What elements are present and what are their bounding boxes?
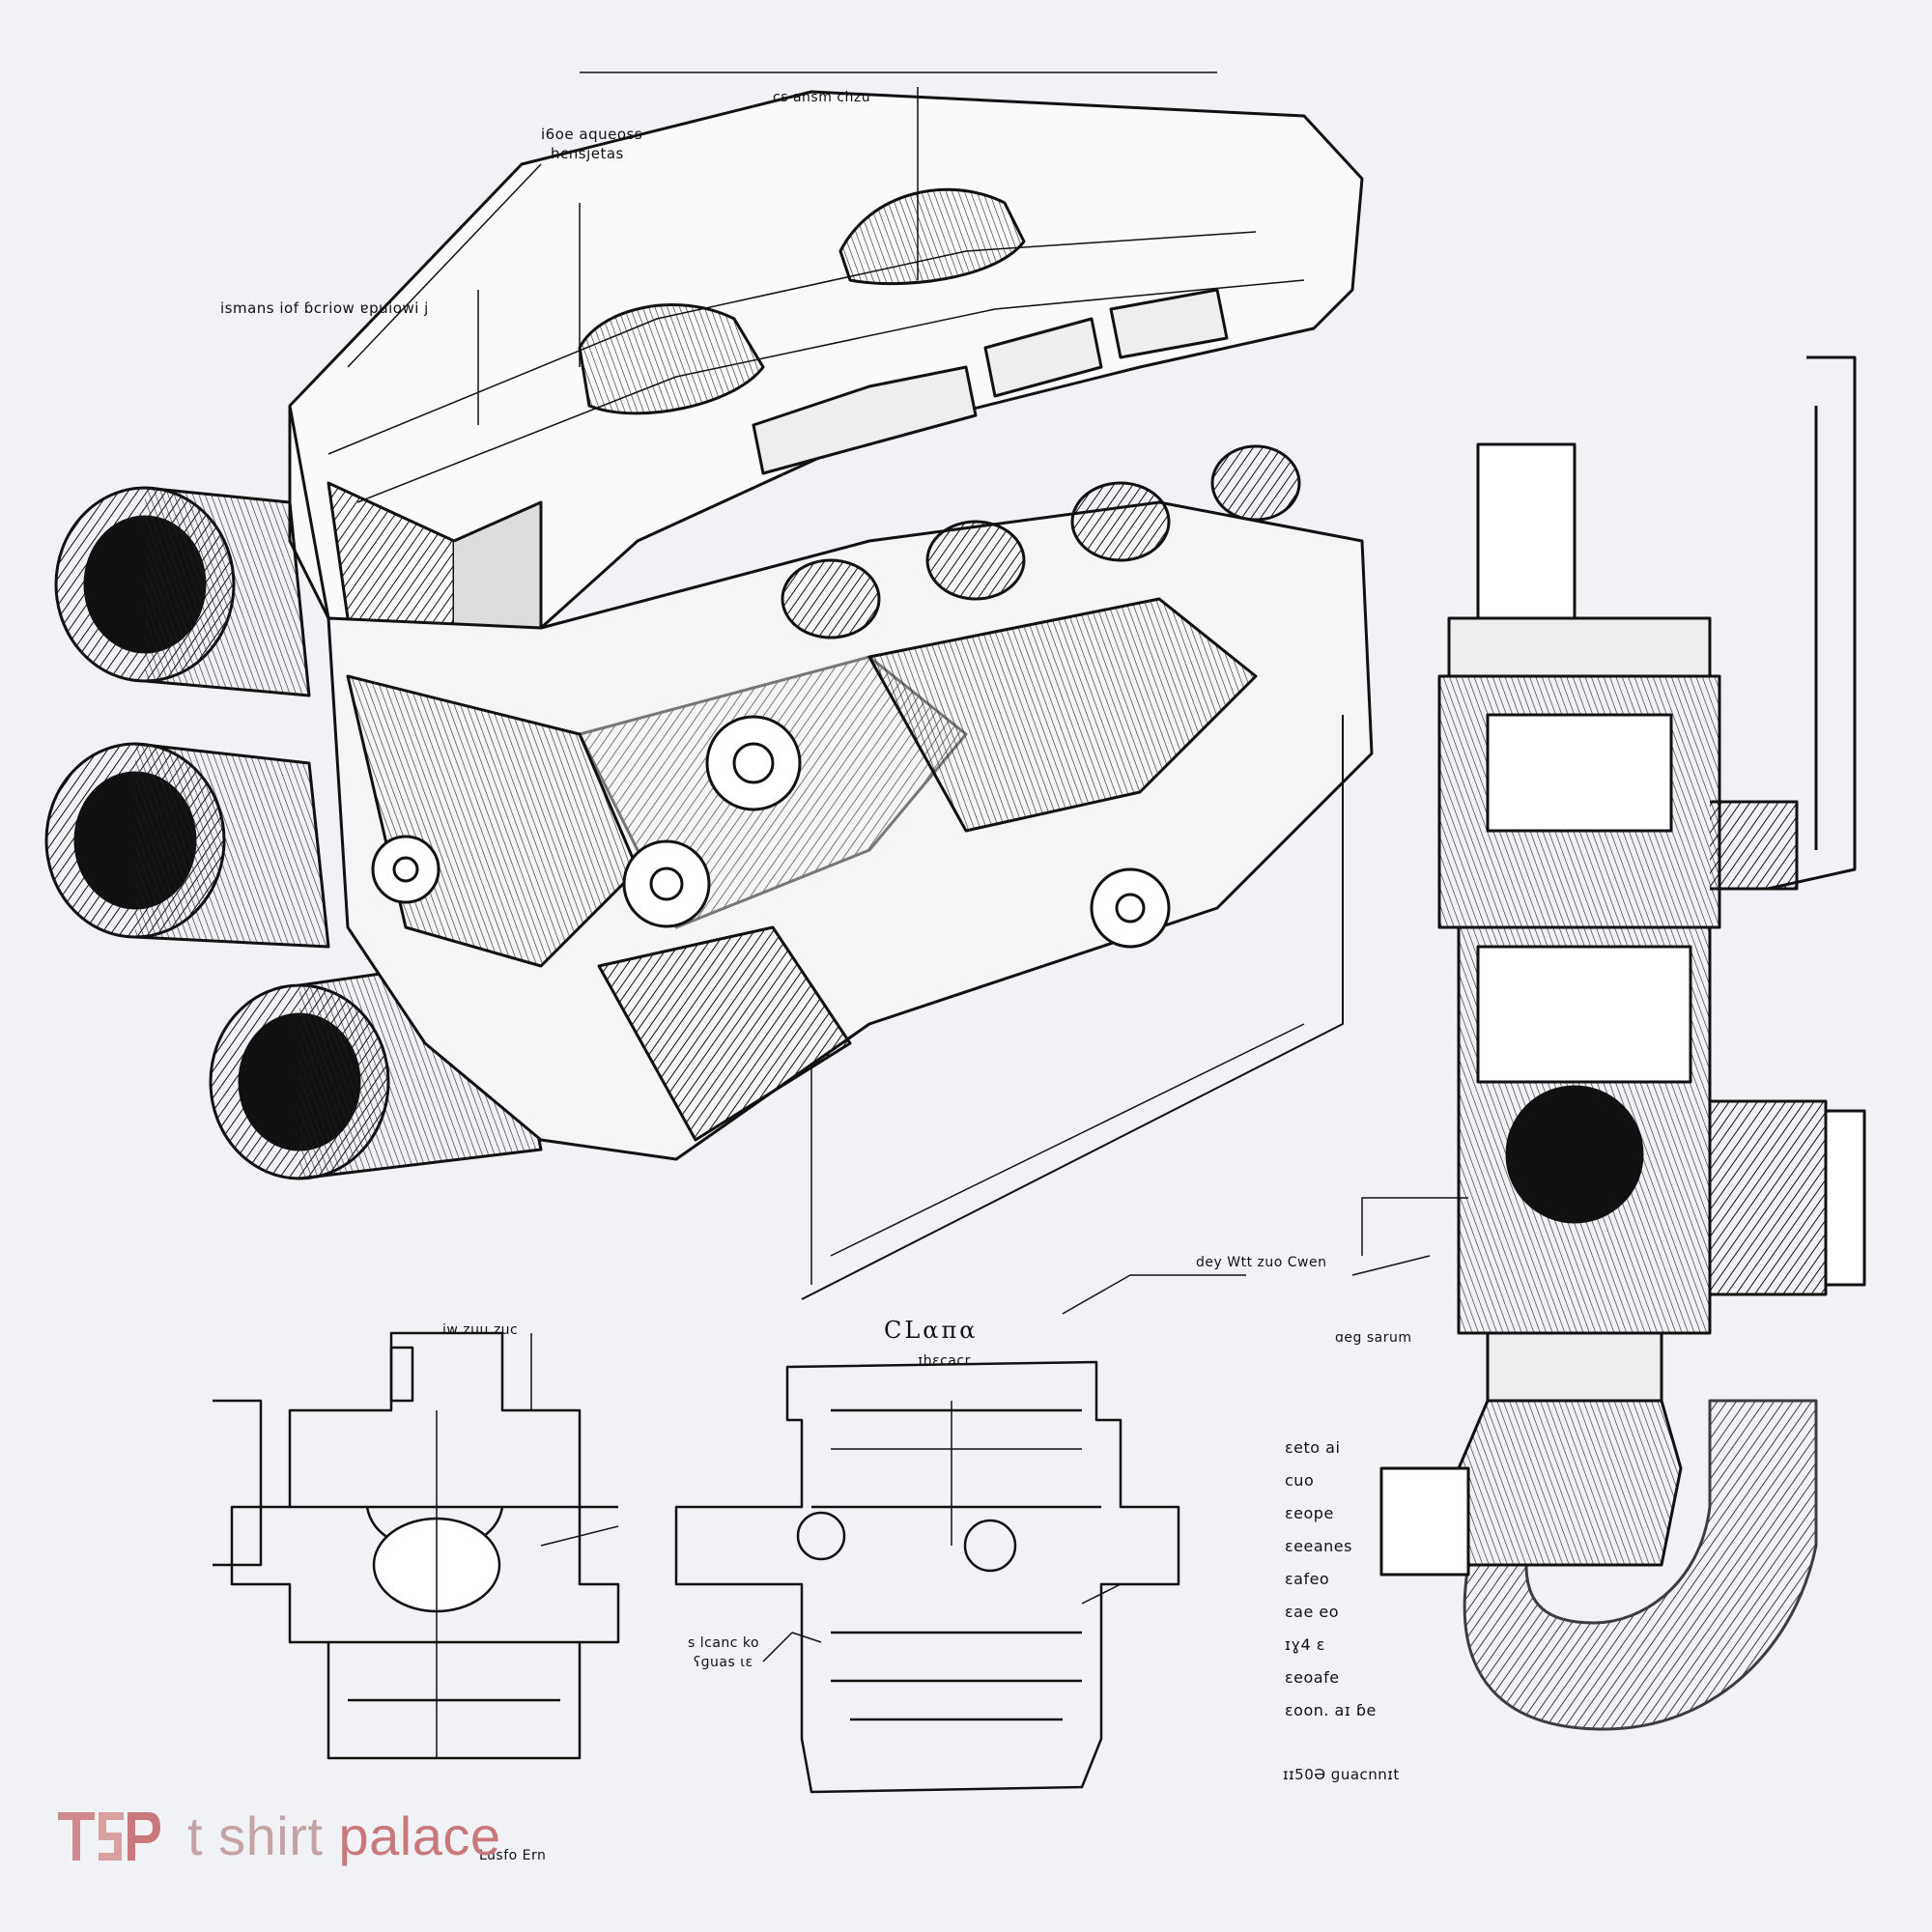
right-column-item: ɪɣ4 ɛ (1285, 1635, 1325, 1654)
watermark-text-first: t shirt (187, 1804, 324, 1866)
main-engine-illustration (44, 71, 1374, 1300)
intake-trumpet-middle (44, 742, 330, 949)
label-top-left-line1: i6oe aqueoss (541, 126, 643, 143)
label-top-center: cs ansm chzu (773, 90, 871, 105)
label-bottom-center-note-line1: s lcanc ko (688, 1635, 760, 1651)
label-mid-left: ismans iof ɓcriow ɐpuiowi j (220, 299, 429, 317)
right-parts-column: ɛeto ai cuo ɛeope ɛeeanes ɛafeo ɛae eo ɪɣ4 ɛ ɛe… (1285, 1432, 1478, 1727)
right-column-item: cuo (1285, 1471, 1315, 1490)
label-watermark-sub: Lusfo Ern (479, 1848, 547, 1863)
label-right-mid-upper: dey Wtt zuo Cwen (1196, 1255, 1327, 1270)
watermark: t shirt palace (56, 1804, 501, 1866)
label-bottom-center-title: CLαπα (884, 1317, 979, 1344)
watermark-brand-text: t shirt palace (187, 1804, 501, 1867)
cross-section-view-center (674, 1360, 1180, 1794)
right-column-item: ɛeoafe (1285, 1668, 1340, 1687)
label-bottom-center-sub: ɪhɛcacr (918, 1353, 971, 1369)
intake-trumpet-top (54, 486, 311, 697)
dark-seal (1505, 1085, 1644, 1224)
right-column-item: ɛafeo (1285, 1570, 1330, 1588)
watermark-text-second: palace (338, 1804, 501, 1866)
right-column-item: ɛeope (1285, 1504, 1334, 1522)
vertical-pipe-assembly (1062, 355, 1866, 1731)
tsp-logo (58, 1812, 160, 1861)
label-bottom-right-caption: ɪɪ50Ə ɡuacnnɪt (1283, 1766, 1400, 1783)
right-column-item: ɛeeanes (1285, 1537, 1352, 1555)
right-column-item: ɛae eo (1285, 1603, 1340, 1621)
label-top-left-line2: hcnsjetas (551, 145, 624, 162)
label-bottom-center-note-line2: ʕɡuas ɩɛ (694, 1655, 753, 1670)
cross-section-view-left (213, 1331, 620, 1760)
right-column-item: ɛoon. aɪ ɓe (1285, 1701, 1377, 1719)
right-column-item: ɛeto ai (1285, 1438, 1341, 1457)
label-right-mid-lower: ɑeg sarum (1335, 1330, 1412, 1346)
label-bottom-left-top: iw zuu zuc (442, 1322, 519, 1338)
